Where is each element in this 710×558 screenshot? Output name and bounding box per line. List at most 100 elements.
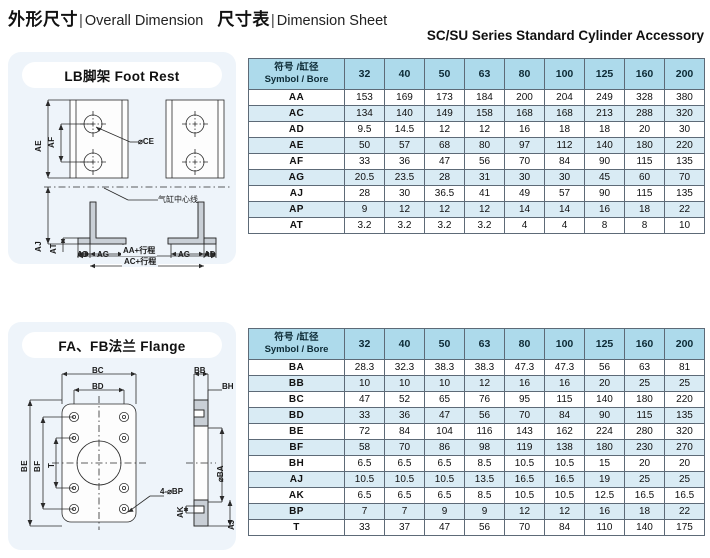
foot-rest-badge-label: LB脚架 Foot Rest bbox=[64, 69, 180, 84]
sheet-title-cn: 尺寸表 bbox=[217, 10, 270, 29]
value-cell: 16 bbox=[584, 201, 625, 218]
value-cell: 9 bbox=[424, 503, 465, 520]
value-cell: 16.5 bbox=[504, 471, 545, 488]
value-cell: 65 bbox=[424, 391, 465, 408]
value-cell: 158 bbox=[464, 105, 505, 122]
bore-header: 63 bbox=[464, 58, 505, 90]
symbol-cell: BB bbox=[248, 375, 345, 392]
foot-rest-drawing bbox=[8, 92, 236, 264]
value-cell: 16 bbox=[584, 503, 625, 520]
value-cell: 3.2 bbox=[344, 217, 385, 234]
value-cell: 22 bbox=[664, 503, 705, 520]
value-cell: 30 bbox=[504, 169, 545, 186]
value-cell: 8.5 bbox=[464, 487, 505, 504]
label-ag-left: AG bbox=[97, 250, 109, 259]
value-cell: 110 bbox=[584, 519, 625, 536]
value-cell: 12 bbox=[504, 503, 545, 520]
value-cell: 6.5 bbox=[424, 455, 465, 472]
value-cell: 38.3 bbox=[424, 359, 465, 376]
value-cell: 6.5 bbox=[424, 487, 465, 504]
label-ag-right: AG bbox=[178, 250, 190, 259]
value-cell: 30 bbox=[664, 121, 705, 138]
bore-header: 160 bbox=[624, 328, 665, 360]
value-cell: 18 bbox=[624, 503, 665, 520]
value-cell: 288 bbox=[624, 105, 665, 122]
value-cell: 138 bbox=[544, 439, 585, 456]
value-cell: 10 bbox=[344, 375, 385, 392]
foot-rest-badge: LB脚架 Foot Rest bbox=[22, 62, 222, 88]
value-cell: 16 bbox=[544, 375, 585, 392]
value-cell: 116 bbox=[464, 423, 505, 440]
symbol-cell: AJ bbox=[248, 471, 345, 488]
value-cell: 135 bbox=[664, 185, 705, 202]
value-cell: 70 bbox=[504, 519, 545, 536]
value-cell: 28 bbox=[424, 169, 465, 186]
value-cell: 38.3 bbox=[464, 359, 505, 376]
value-cell: 16.5 bbox=[664, 487, 705, 504]
value-cell: 16.5 bbox=[544, 471, 585, 488]
value-cell: 19 bbox=[584, 471, 625, 488]
value-cell: 70 bbox=[664, 169, 705, 186]
label-be: BE bbox=[20, 459, 29, 472]
value-cell: 36 bbox=[384, 407, 425, 424]
label-ce: ⌀CE bbox=[138, 137, 154, 146]
symbol-cell: T bbox=[248, 519, 345, 536]
value-cell: 60 bbox=[624, 169, 665, 186]
value-cell: 84 bbox=[544, 153, 585, 170]
value-cell: 20 bbox=[664, 455, 705, 472]
label-bf: BF bbox=[33, 460, 42, 472]
value-cell: 12 bbox=[424, 201, 465, 218]
value-cell: 16 bbox=[504, 121, 545, 138]
label-t: T bbox=[47, 463, 56, 468]
value-cell: 56 bbox=[464, 519, 505, 536]
flange-drawing bbox=[8, 362, 236, 550]
value-cell: 8 bbox=[584, 217, 625, 234]
label-ac-stroke: AC+行程 bbox=[122, 256, 159, 267]
value-cell: 12.5 bbox=[584, 487, 625, 504]
value-cell: 15 bbox=[584, 455, 625, 472]
label-af: AF bbox=[47, 136, 56, 148]
flange-svg bbox=[27, 371, 233, 530]
value-cell: 153 bbox=[344, 89, 385, 106]
page-title-cn: 外形尺寸 bbox=[8, 10, 78, 29]
value-cell: 10 bbox=[664, 217, 705, 234]
value-cell: 320 bbox=[664, 423, 705, 440]
value-cell: 20 bbox=[624, 121, 665, 138]
bore-header: 50 bbox=[424, 58, 465, 90]
value-cell: 37 bbox=[384, 519, 425, 536]
value-cell: 140 bbox=[384, 105, 425, 122]
value-cell: 49 bbox=[504, 185, 545, 202]
value-cell: 20 bbox=[584, 375, 625, 392]
bore-header: 32 bbox=[344, 328, 385, 360]
value-cell: 47 bbox=[424, 519, 465, 536]
symbol-cell: AD bbox=[248, 121, 345, 138]
value-cell: 20.5 bbox=[344, 169, 385, 186]
symbol-header-en: Symbol / Bore bbox=[264, 344, 329, 355]
value-cell: 56 bbox=[584, 359, 625, 376]
value-cell: 12 bbox=[544, 503, 585, 520]
value-cell: 3.2 bbox=[464, 217, 505, 234]
value-cell: 47.3 bbox=[544, 359, 585, 376]
title-divider-2: | bbox=[270, 12, 275, 29]
value-cell: 10 bbox=[424, 375, 465, 392]
value-cell: 30 bbox=[384, 185, 425, 202]
value-cell: 80 bbox=[464, 137, 505, 154]
value-cell: 112 bbox=[544, 137, 585, 154]
value-cell: 45 bbox=[584, 169, 625, 186]
value-cell: 143 bbox=[504, 423, 545, 440]
